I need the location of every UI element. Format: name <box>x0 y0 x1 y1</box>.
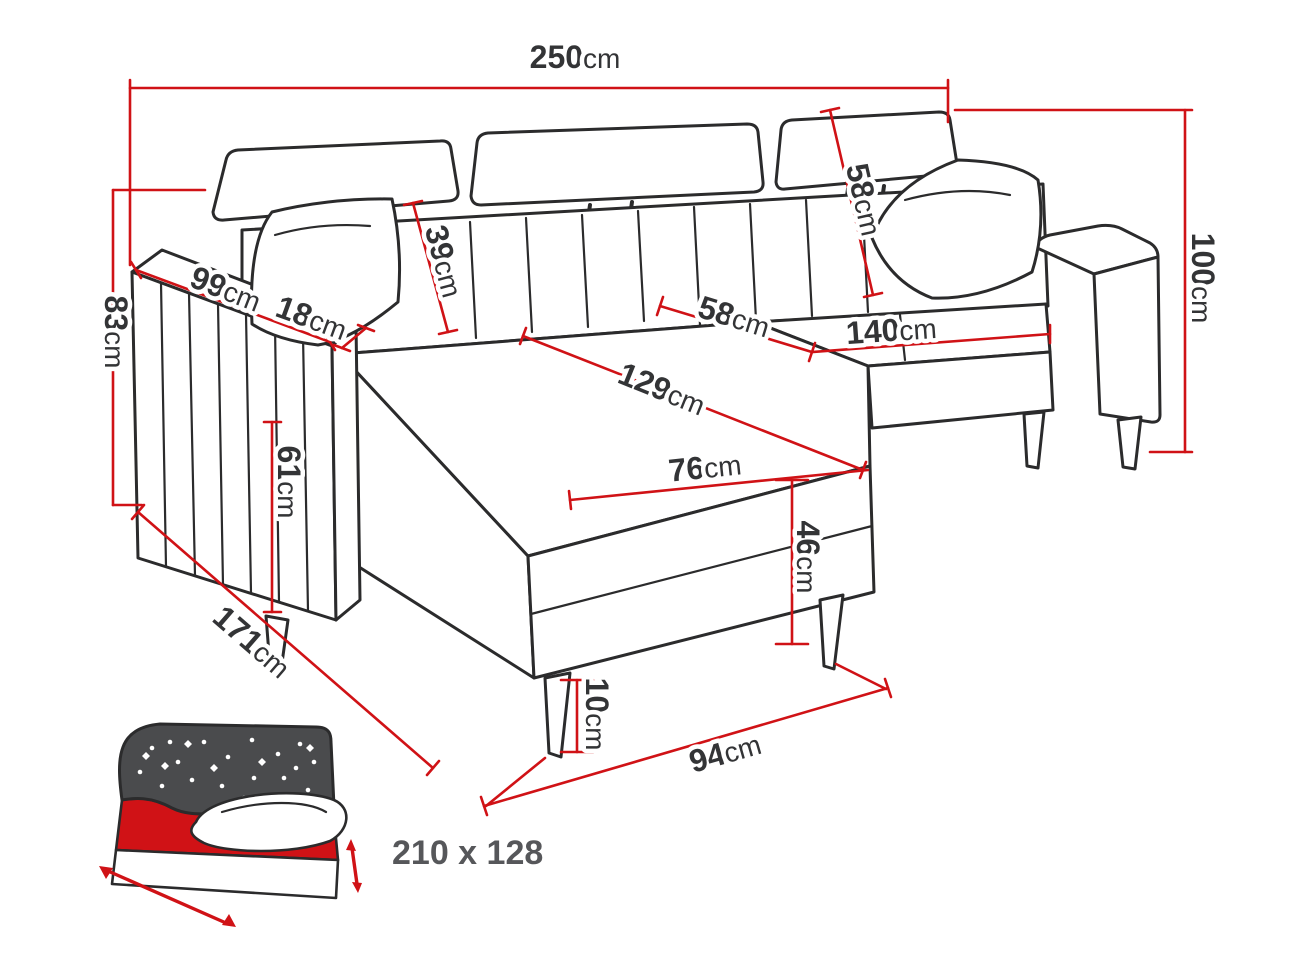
dimension-label-total-width: 250cm <box>530 39 621 75</box>
chaise-leg-left <box>543 671 572 759</box>
headrest-left <box>211 139 460 222</box>
dimension-line-leg-height <box>559 678 595 754</box>
bed-pillow-crease <box>220 801 328 814</box>
bed-pillow <box>190 791 348 853</box>
dimension-label-total-height: 100cm <box>1185 233 1221 324</box>
right-armrest-leg <box>1116 415 1143 471</box>
dimension-line-chaise-length <box>130 503 441 777</box>
seat-leg <box>1022 410 1046 470</box>
dimension-label-seat-width: 140cm <box>845 309 938 351</box>
dimension-label-side-height: 61cm <box>271 446 307 519</box>
right-armrest-side <box>1092 255 1162 424</box>
bed-width-arrow <box>99 866 236 927</box>
dimension-line-chaise-front <box>567 468 870 511</box>
dimension-label-leg-height: 10cm <box>579 678 615 751</box>
dimension-line-backrest-height <box>819 106 884 299</box>
right-pillow <box>870 158 1043 300</box>
dimension-line-armrest-height <box>111 188 207 507</box>
sleeping-area-label: 210 x 128 <box>392 834 543 872</box>
dimension-line-armrest-depth <box>129 260 337 352</box>
headrest-right <box>774 110 959 191</box>
chaise-front-seam <box>529 524 874 616</box>
dimension-label-chaise-bottom: 94cm <box>685 725 765 780</box>
dimension-line-base-height <box>774 478 810 646</box>
chaise-front <box>526 464 876 680</box>
seat-divider <box>898 313 907 362</box>
dimension-line-chaise-bottom <box>479 662 893 817</box>
chaise-top <box>338 320 872 558</box>
dimension-lines <box>111 78 1194 817</box>
left-armrest-stripes <box>159 281 310 613</box>
blanket-stars-pattern <box>137 737 317 801</box>
left-pillow-crease <box>273 223 372 237</box>
dimension-line-side-height <box>262 420 283 614</box>
backrest-channels <box>468 195 870 340</box>
dimension-line-total-width <box>128 78 950 267</box>
left-armrest-inner <box>330 322 362 622</box>
right-pillow-crease <box>903 189 1012 202</box>
headrest-middle <box>469 122 765 207</box>
chaise-leg-right <box>818 593 845 671</box>
bed-depth-arrow <box>346 839 362 893</box>
dimension-line-total-height <box>953 108 1194 454</box>
left-pillow <box>249 197 402 347</box>
right-armrest-top <box>1033 223 1160 276</box>
dimension-label-chaise-front: 76cm <box>667 445 743 488</box>
bed-base <box>110 848 340 900</box>
dimension-line-armrest-width <box>332 323 376 353</box>
dimension-line-seat-depth-and-width <box>655 295 1052 363</box>
dimension-label-armrest-height: 83cm <box>98 296 134 369</box>
bed-icon <box>99 722 362 927</box>
dimension-label-base-height: 46cm <box>790 521 826 594</box>
dimension-line-backrest-depth <box>402 199 459 336</box>
seat-front <box>866 350 1055 430</box>
